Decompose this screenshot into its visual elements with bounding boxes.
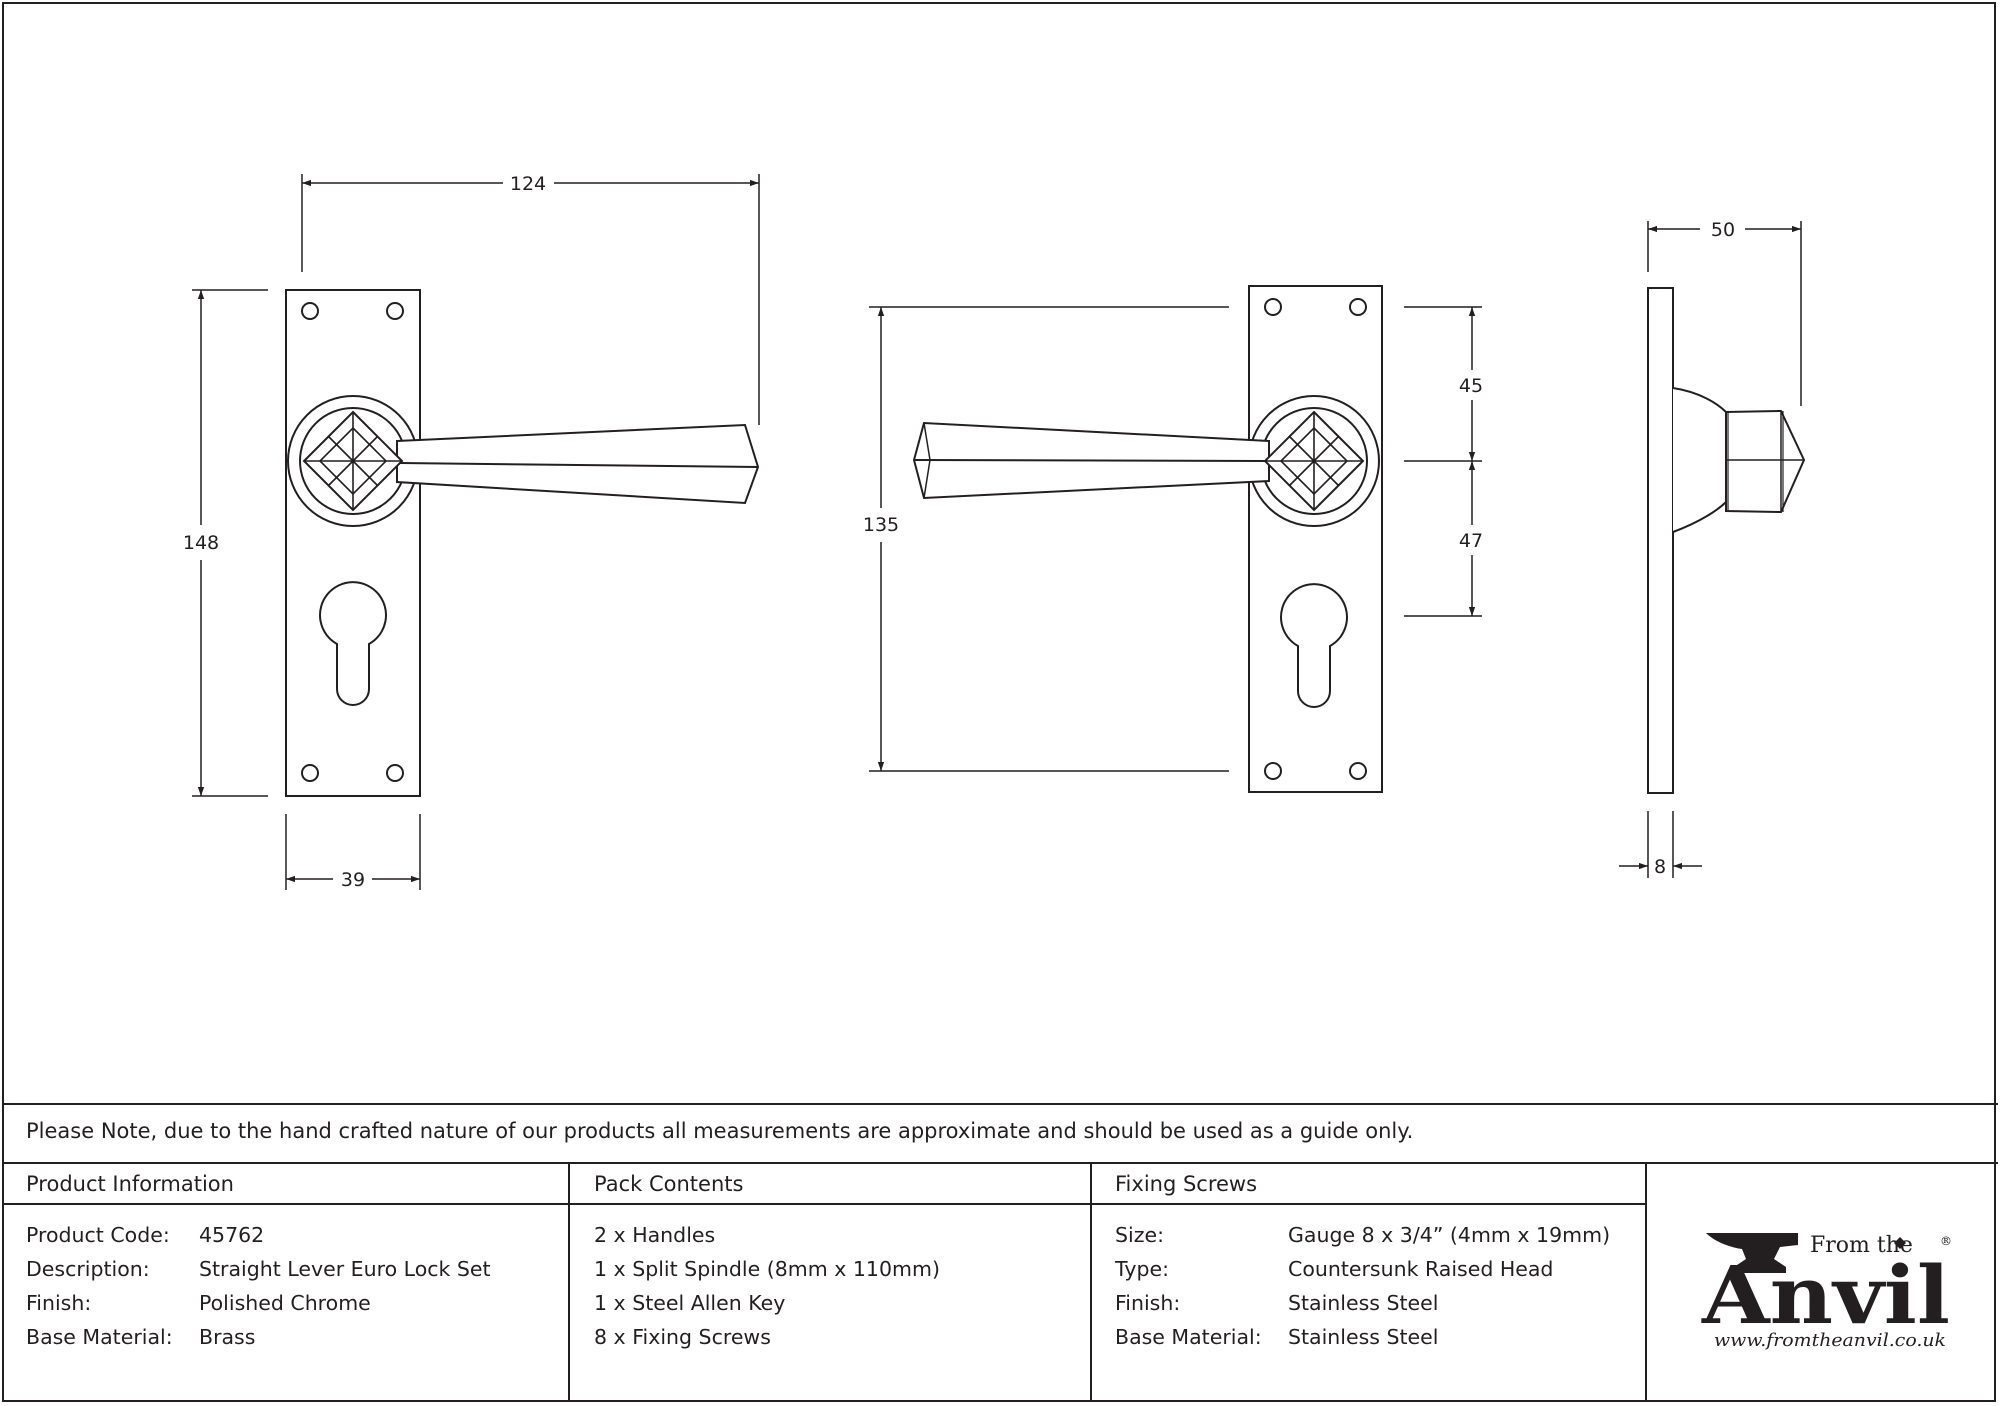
dim-148: 148 xyxy=(183,532,219,554)
front-dimensions xyxy=(192,174,760,890)
base-material-label: Base Material: xyxy=(26,1325,173,1349)
product-info-title: Product Information xyxy=(26,1172,234,1196)
back-view xyxy=(912,285,1383,793)
header-divider xyxy=(2,1203,1647,1205)
side-view xyxy=(1647,287,1806,794)
measurement-note: Please Note, due to the hand crafted nat… xyxy=(26,1119,1414,1143)
description-value: Straight Lever Euro Lock Set xyxy=(199,1257,491,1281)
table-top-rule xyxy=(2,1103,1998,1105)
side-dimensions xyxy=(1619,221,1802,878)
product-code-label: Product Code: xyxy=(26,1223,170,1247)
back-backplate xyxy=(1248,285,1383,793)
column-divider-2 xyxy=(1090,1162,1092,1402)
logo-registered: ® xyxy=(1940,1234,1952,1248)
dim-50: 50 xyxy=(1711,219,1735,241)
front-backplate xyxy=(285,289,421,797)
side-lever-end xyxy=(1725,409,1806,514)
description-label: Description: xyxy=(26,1257,150,1281)
screw-material-label: Base Material: xyxy=(1115,1325,1262,1349)
finish-value: Polished Chrome xyxy=(199,1291,371,1315)
pack-item: 2 x Handles xyxy=(594,1223,716,1247)
pack-item: 1 x Split Spindle (8mm x 110mm) xyxy=(594,1257,940,1281)
screw-size-value: Gauge 8 x 3/4” (4mm x 19mm) xyxy=(1288,1223,1611,1247)
screw-material-value: Stainless Steel xyxy=(1288,1325,1439,1349)
diamond-icon xyxy=(1894,1237,1906,1249)
from-the-anvil-logo: From the ® Anvil www.fromtheanvil.co.uk xyxy=(1701,1233,1952,1350)
anvil-icon xyxy=(1706,1233,1798,1273)
front-keyhole xyxy=(319,581,387,706)
column-divider-1 xyxy=(568,1162,570,1402)
dim-8: 8 xyxy=(1654,856,1666,878)
dim-124: 124 xyxy=(510,173,546,195)
pack-contents-title: Pack Contents xyxy=(594,1172,744,1196)
dim-47: 47 xyxy=(1459,530,1483,552)
logo-anvil: Anvil xyxy=(1701,1248,1950,1342)
finish-label: Finish: xyxy=(26,1291,92,1315)
product-code-value: 45762 xyxy=(199,1223,265,1247)
dim-45: 45 xyxy=(1459,375,1483,397)
note-divider xyxy=(2,1162,1998,1164)
screw-type-label: Type: xyxy=(1115,1257,1169,1281)
back-keyhole xyxy=(1280,583,1348,708)
technical-drawing: 124 148 39 135 45 47 50 8 xyxy=(183,173,1806,891)
dim-135: 135 xyxy=(863,514,899,536)
screw-finish-label: Finish: xyxy=(1115,1291,1181,1315)
pack-item: 8 x Fixing Screws xyxy=(594,1325,771,1349)
pack-item: 1 x Steel Allen Key xyxy=(594,1291,786,1315)
dim-39: 39 xyxy=(341,869,365,891)
back-dimensions xyxy=(869,306,1482,772)
side-rose-profile xyxy=(1672,387,1727,533)
screw-finish-value: Stainless Steel xyxy=(1288,1291,1439,1315)
logo-from-the: From the xyxy=(1810,1233,1913,1258)
front-view xyxy=(285,289,760,797)
column-divider-3 xyxy=(1645,1162,1647,1402)
screw-size-label: Size: xyxy=(1115,1223,1164,1247)
base-material-value: Brass xyxy=(199,1325,256,1349)
side-backplate xyxy=(1647,287,1674,794)
fixing-screws-title: Fixing Screws xyxy=(1115,1172,1258,1196)
logo-url: www.fromtheanvil.co.uk xyxy=(1714,1330,1946,1350)
screw-type-value: Countersunk Raised Head xyxy=(1288,1257,1554,1281)
